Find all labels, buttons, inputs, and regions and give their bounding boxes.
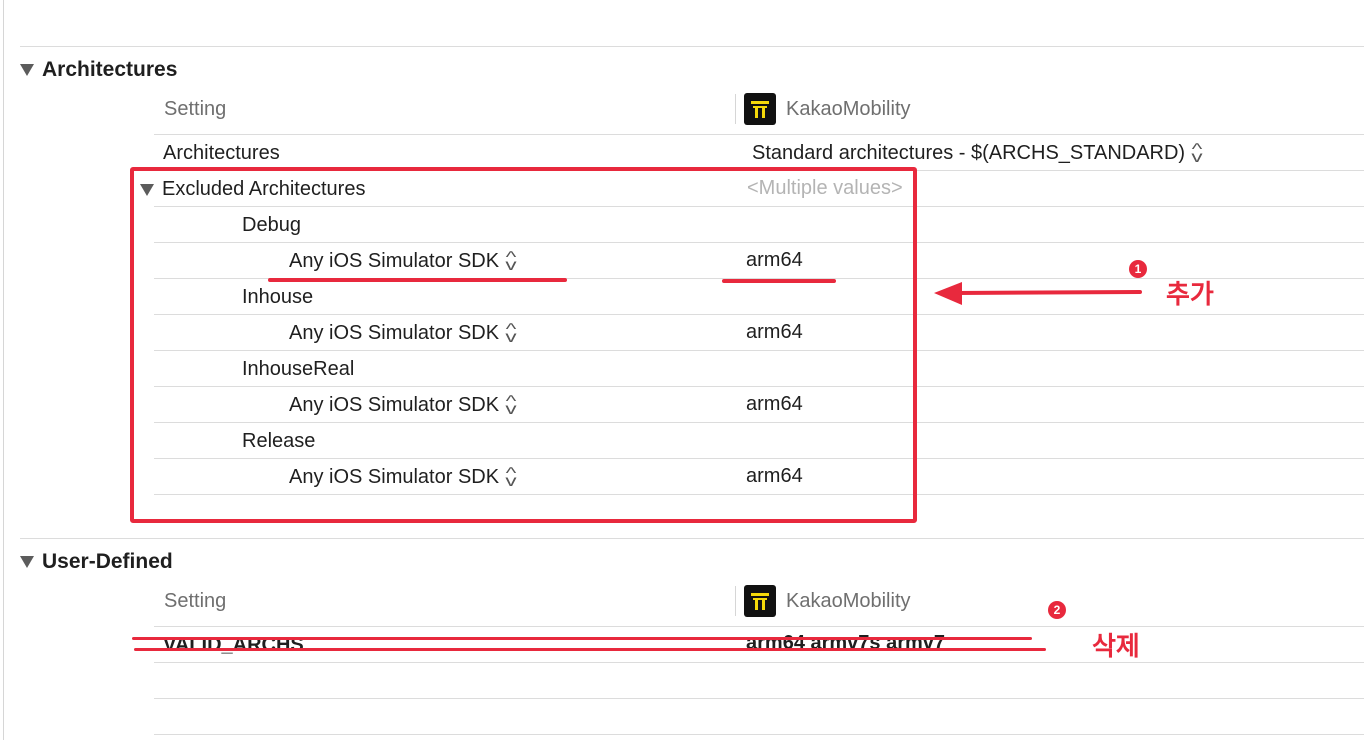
- setting-column-header[interactable]: Setting: [164, 98, 227, 120]
- annotation-badge-remove: 2: [1048, 601, 1066, 619]
- valid-archs-value[interactable]: arm64 armv7s armv7: [746, 632, 946, 654]
- row-divider: [154, 626, 1364, 627]
- sdk-selector-debug[interactable]: Any iOS Simulator SDK^v: [289, 248, 517, 274]
- config-inhousereal[interactable]: InhouseReal: [242, 358, 355, 380]
- disclosure-triangle-icon[interactable]: [140, 183, 154, 196]
- kakao-target-icon: [744, 93, 776, 125]
- column-divider: [735, 586, 736, 616]
- section-divider: [20, 538, 1364, 539]
- sdk-selector-inhousereal[interactable]: Any iOS Simulator SDK^v: [289, 392, 517, 418]
- stepper-icon[interactable]: ^v: [505, 248, 517, 274]
- row-divider: [154, 734, 1364, 735]
- architectures-value-text: Standard architectures - $(ARCHS_STANDAR…: [752, 142, 1186, 164]
- sdk-label: Any iOS Simulator SDK: [289, 322, 500, 344]
- stepper-icon[interactable]: ^v: [505, 320, 517, 346]
- row-divider: [154, 206, 1364, 207]
- underline-value-annotation: [722, 279, 836, 283]
- target-name: KakaoMobility: [786, 97, 911, 120]
- row-divider: [154, 494, 1364, 495]
- annotation-label-add: 추가: [1166, 280, 1214, 310]
- sdk-selector-release[interactable]: Any iOS Simulator SDK^v: [289, 464, 517, 490]
- config-debug[interactable]: Debug: [242, 214, 301, 236]
- architectures-setting-name[interactable]: Architectures: [163, 142, 280, 164]
- row-divider: [154, 350, 1364, 351]
- stepper-icon[interactable]: ^v: [1191, 140, 1203, 166]
- setting-column-header[interactable]: Setting: [164, 590, 227, 612]
- stepper-icon[interactable]: ^v: [505, 392, 517, 418]
- row-divider: [154, 458, 1364, 459]
- annotation-badge-add: 1: [1129, 260, 1147, 278]
- row-divider: [154, 278, 1364, 279]
- config-release[interactable]: Release: [242, 430, 316, 452]
- excluded-architectures-row[interactable]: Excluded Architectures: [140, 178, 365, 201]
- kakao-target-icon: [744, 585, 776, 617]
- strike-line-annotation: [132, 637, 1032, 640]
- disclosure-triangle-icon[interactable]: [20, 556, 34, 568]
- value-release[interactable]: arm64: [746, 465, 803, 487]
- excluded-architectures-highlight-box: [130, 167, 917, 523]
- row-divider: [154, 662, 1364, 663]
- architectures-section-header[interactable]: Architectures: [20, 58, 177, 82]
- user-defined-section-header[interactable]: User-Defined: [20, 550, 173, 574]
- architectures-setting-value[interactable]: Standard architectures - $(ARCHS_STANDAR…: [752, 140, 1203, 166]
- target-name: KakaoMobility: [786, 589, 911, 612]
- arrow-annotation-icon: [934, 282, 1142, 305]
- disclosure-triangle-icon[interactable]: [20, 64, 34, 76]
- sdk-selector-inhouse[interactable]: Any iOS Simulator SDK^v: [289, 320, 517, 346]
- target-column-header[interactable]: KakaoMobility: [744, 585, 911, 617]
- excluded-architectures-name: Excluded Architectures: [162, 178, 366, 200]
- strike-line-annotation: [134, 648, 1046, 651]
- annotation-label-remove: 삭제: [1092, 632, 1140, 662]
- section-title: User-Defined: [42, 550, 173, 573]
- sdk-label: Any iOS Simulator SDK: [289, 466, 500, 488]
- section-title: Architectures: [42, 58, 178, 81]
- row-divider: [154, 242, 1364, 243]
- sdk-label: Any iOS Simulator SDK: [289, 394, 500, 416]
- column-divider: [735, 94, 736, 124]
- top-divider: [20, 46, 1364, 47]
- value-inhouse[interactable]: arm64: [746, 321, 803, 343]
- row-divider: [154, 134, 1364, 135]
- target-column-header[interactable]: KakaoMobility: [744, 93, 911, 125]
- row-divider: [154, 698, 1364, 699]
- row-divider: [154, 422, 1364, 423]
- stepper-icon[interactable]: ^v: [505, 464, 517, 490]
- config-inhouse[interactable]: Inhouse: [242, 286, 314, 308]
- row-divider: [154, 314, 1364, 315]
- left-edge-divider: [3, 0, 4, 740]
- excluded-architectures-value[interactable]: <Multiple values>: [747, 177, 903, 199]
- value-debug[interactable]: arm64: [746, 249, 803, 271]
- value-inhousereal[interactable]: arm64: [746, 393, 803, 415]
- row-divider: [154, 386, 1364, 387]
- underline-sdk-annotation: [268, 278, 567, 282]
- sdk-label: Any iOS Simulator SDK: [289, 250, 500, 272]
